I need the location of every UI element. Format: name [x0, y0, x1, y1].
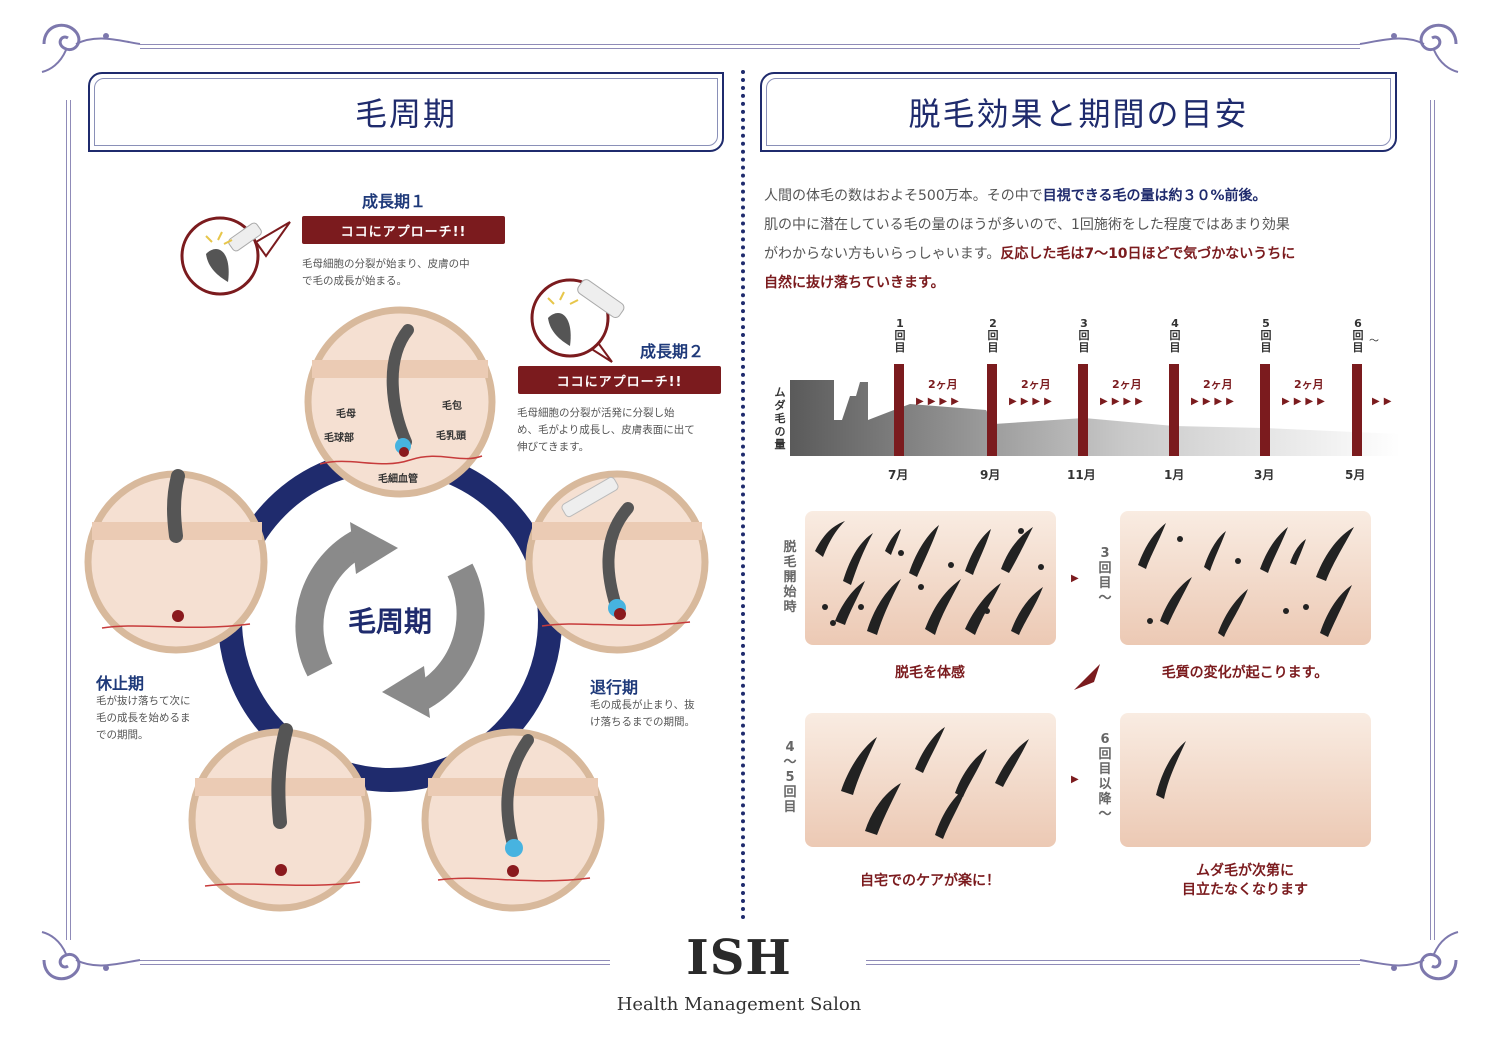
interval-arrows-5: ▶▶▶▶	[1282, 396, 1329, 407]
stage-2-caption: 毛質の変化が起こります。	[1161, 665, 1329, 681]
growth1-title: 成長期１	[362, 192, 427, 211]
stage-1-hair-illustration	[815, 521, 1044, 635]
stage-1-label: 脱毛開始時	[783, 540, 797, 615]
growth2-circle	[525, 470, 709, 654]
growth1-desc: 毛母細胞の分裂が始まり、皮膚の中で毛の成長が始まる。	[302, 258, 470, 287]
visit-6-continues: ～	[1369, 336, 1379, 347]
interval-3: 2ヶ月	[1112, 378, 1142, 391]
growth2-desc: 毛母細胞の分裂が活発に分裂し始め、毛がより成長し、皮膚表面に出て伸びてきます。	[517, 407, 695, 453]
stage-arrow-2: ▶	[1071, 774, 1079, 785]
stage-4-skin-box	[1120, 713, 1371, 847]
intro-text: 人間の体毛の数はおよそ500万本。その中で目視できる毛の量は約３０%前後。 肌の…	[764, 188, 1296, 291]
cycle-center-label: 毛周期	[347, 605, 432, 638]
frame-left	[66, 100, 67, 940]
visit-5: 5回目	[1260, 317, 1272, 354]
stage-3-label: 4～5回目	[783, 740, 797, 815]
month-5: 3月	[1254, 468, 1275, 482]
rest-circle	[84, 469, 268, 654]
right-title-box: 脱毛効果と期間の目安	[760, 72, 1397, 152]
visit-2: 2回目	[987, 317, 999, 354]
corner-ornament-top-left	[41, 23, 141, 73]
stage-3-hair-illustration	[841, 727, 1029, 839]
stage-1-caption: 脱毛を体感	[895, 665, 965, 681]
rest-desc: 毛が抜け落ちて次に毛の成長を始めるまでの期間。	[96, 695, 191, 741]
hair-amount-graph	[790, 364, 1400, 456]
visit-6: 6回目	[1352, 317, 1364, 354]
regression-circle	[421, 728, 605, 912]
interval-1: 2ヶ月	[928, 378, 958, 391]
month-6: 5月	[1345, 468, 1366, 482]
brand-subtitle: Health Management Salon	[616, 994, 862, 1015]
growth2-title: 成長期２	[640, 342, 705, 361]
visit-3: 3回目	[1078, 317, 1090, 354]
anatomy-circle	[304, 306, 496, 498]
regression-desc: 毛の成長が止まり、抜け落ちるまでの期間。	[590, 699, 695, 728]
frame-right-inner	[1434, 100, 1435, 940]
stage-2-skin-box	[1120, 511, 1371, 645]
label-capillary: 毛細血管	[378, 474, 418, 485]
label-papilla: 毛乳頭	[436, 431, 466, 442]
center-divider	[741, 70, 745, 920]
interval-arrows-4: ▶▶▶▶	[1191, 396, 1238, 407]
right-title: 脱毛効果と期間の目安	[908, 95, 1249, 133]
frame-right	[1430, 100, 1431, 940]
frame-bottom-right-inner	[866, 964, 1360, 965]
month-2: 9月	[980, 468, 1001, 482]
visit-4: 4回目	[1169, 317, 1181, 354]
stage-4-hair-illustration	[1156, 741, 1186, 799]
interval-arrows-3: ▶▶▶▶	[1100, 396, 1147, 407]
month-4: 1月	[1164, 468, 1185, 482]
left-title: 毛周期	[354, 95, 457, 133]
left-title-box: 毛周期	[88, 72, 724, 152]
stage-3-skin-box	[805, 713, 1056, 847]
stage-4-caption: ムダ毛が次第に 目立たなくなります	[1182, 863, 1308, 898]
label-hair-bulb: 毛球部	[324, 433, 354, 444]
frame-left-inner	[70, 100, 71, 940]
frame-top	[140, 44, 1360, 45]
corner-ornament-bottom-left	[41, 931, 141, 981]
month-1: 7月	[888, 468, 909, 482]
stage-2-hair-illustration	[1138, 523, 1354, 637]
rest-title: 休止期	[96, 674, 145, 693]
stage-3-caption: 自宅でのケアが楽に！	[860, 873, 1000, 889]
label-follicle: 毛包	[442, 401, 462, 412]
frame-top-inner	[140, 48, 1360, 49]
corner-ornament-bottom-right	[1359, 931, 1459, 981]
interval-arrows-6: ▶▶	[1372, 396, 1396, 407]
interval-arrows-2: ▶▶▶▶	[1009, 396, 1056, 407]
interval-2: 2ヶ月	[1021, 378, 1051, 391]
hair-amount-label: ムダ毛の量	[774, 386, 786, 451]
month-3: 11月	[1067, 468, 1096, 482]
stage-1-skin-box	[805, 511, 1056, 645]
interval-4: 2ヶ月	[1203, 378, 1233, 391]
rest-transition-circle	[188, 723, 372, 912]
interval-5: 2ヶ月	[1294, 378, 1324, 391]
growth1-approach-badge: ココにアプローチ!!	[302, 216, 505, 244]
interval-arrows-1: ▶▶▶▶	[916, 396, 963, 407]
hair-cycle-diagram	[84, 306, 709, 912]
growth1-magnifier-icon	[180, 216, 291, 296]
growth2-magnifier-icon	[530, 278, 625, 363]
visit-1: 1回目	[894, 317, 906, 354]
frame-bottom-left-inner	[140, 964, 610, 965]
growth2-approach-badge: ココにアプローチ!!	[518, 366, 721, 394]
frame-bottom-left	[140, 960, 610, 961]
stage-2-label: 3回目～	[1098, 546, 1112, 606]
regression-title: 退行期	[590, 678, 639, 697]
brand-logo: ISH	[686, 930, 792, 986]
corner-ornament-top-right	[1359, 23, 1459, 73]
frame-bottom-right	[866, 960, 1360, 961]
stage-4-label: 6回目以降～	[1098, 732, 1112, 822]
stage-arrow-1: ▶	[1071, 573, 1079, 584]
label-hair-matrix: 毛母	[336, 409, 356, 420]
stage-diagonal-arrow	[1074, 664, 1100, 690]
